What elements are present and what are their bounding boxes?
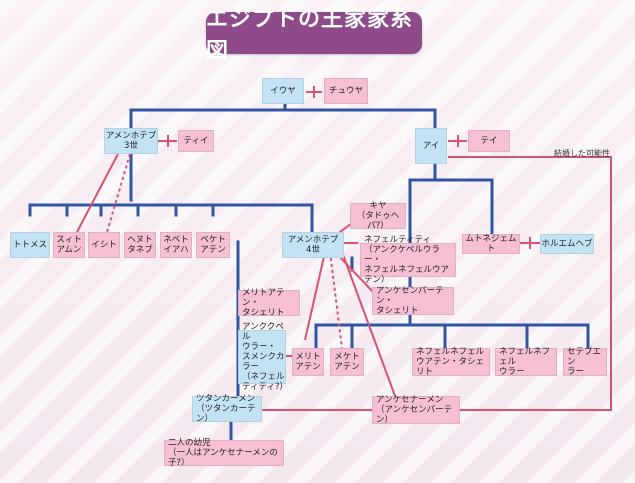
person-nebetah: ネベト イアハ (160, 232, 192, 258)
line-amenhotep4-children (314, 256, 590, 350)
person-beketaten: ベケト アテン (196, 232, 230, 258)
person-tutankhamun: ツタンカーメン （ツタンカーテン） (192, 394, 262, 424)
person-ay: アイ (415, 128, 447, 164)
person-ankhesenpaaten-tasherit: アンケセンパーテン・ タシェリト (372, 286, 454, 316)
link-amenhotep3-sitamun (76, 153, 119, 233)
person-neferneferure: ネフェルネフェル ウラー (495, 347, 557, 377)
dotted-akhenaten-meketaten (329, 251, 343, 349)
person-meritaten: メリト アテン (292, 348, 324, 376)
marriage-iuya-chuya (306, 86, 322, 98)
marriage-ay-ankhesen-possible (448, 156, 612, 411)
line-iuya-children (129, 102, 437, 132)
person-meketaten: メケト アテン (330, 348, 364, 376)
person-henuttaneb: ヘヌト タネブ (124, 232, 156, 258)
person-isis: イシト (88, 232, 120, 258)
person-tiye: ティイ (178, 130, 214, 152)
line-ay-children (408, 162, 494, 254)
person-ankhesenamun: アンケセナーメン （アンケセンパーテン） (372, 395, 460, 425)
person-iuya: イウヤ (262, 78, 304, 104)
person-amenhotep3: アメンホテプ 3世 (104, 128, 158, 154)
marriage-ay-tey (448, 135, 467, 147)
person-tey: テイ (468, 130, 510, 152)
person-mutnodjmet: ムトネジェムト (462, 234, 520, 254)
link-akhenaten-ankhesen (334, 251, 377, 296)
possible-marriage-note: 結婚した可能性 (554, 149, 610, 158)
person-amenhotep4: アメンホテプ 4世 (282, 232, 344, 258)
person-horemheb: ホルエムヘブ (540, 234, 594, 254)
person-meritaten-tasherit: メリトアテン・ タシェリト (238, 288, 300, 318)
person-kiya: キヤ （タドゥヘパ?） (350, 201, 406, 231)
page-title: エジプトの王家家系図 (206, 7, 422, 64)
marriage-amenhotep3-tiye (158, 135, 177, 147)
person-smenkhkare: アンククペル ウラー・ スメンクカラー （ネフェル ティティ?） (238, 322, 288, 392)
person-chuya: チュウヤ (324, 78, 368, 104)
person-thutmose: トトメス (10, 232, 50, 258)
link-akhenaten-ankhesenamun (341, 251, 396, 397)
person-setepenre: セテプエン ラー (563, 347, 607, 377)
marriage-mut-horemheb (520, 237, 540, 249)
line-amenhotep3-children (28, 152, 314, 234)
link-akhenaten-meritaten (304, 251, 326, 341)
person-twins: 二人の幼児 （一人はアンケセナーメンの子?） (164, 438, 284, 468)
person-neferneferuaten: ネフェルネフェル ウアテン・タシェリト (412, 347, 490, 377)
dotted-amenhotep3-isis (106, 153, 131, 233)
person-sitamun: スィト アムン (53, 232, 85, 258)
